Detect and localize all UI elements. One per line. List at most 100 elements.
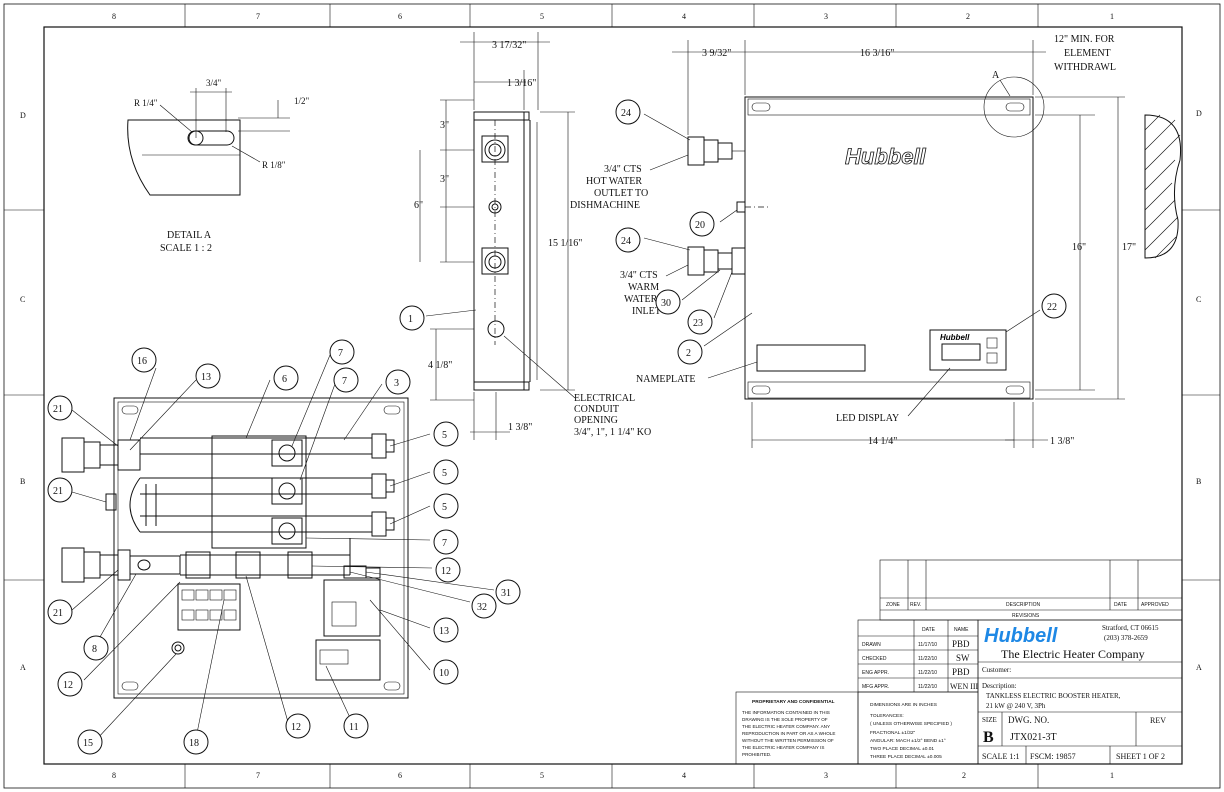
dim-16: 16" xyxy=(1072,242,1086,253)
front-brand-logo: Hubbell xyxy=(845,144,927,169)
balloon-5a: 5 xyxy=(442,430,447,441)
zone-bottom-4: 4 xyxy=(682,771,686,780)
zone-top-8: 8 xyxy=(112,12,116,21)
element-withdrawal-hatch xyxy=(1144,114,1182,259)
dim-half: 1/2" xyxy=(294,96,310,106)
zone-bottom-7: 7 xyxy=(256,771,260,780)
zone-right-a: A xyxy=(1196,663,1202,672)
company-logo: Hubbell xyxy=(984,625,1058,647)
balloon-31: 31 xyxy=(501,588,511,599)
zone-left-b: B xyxy=(20,477,25,486)
hot-outlet-1: 3/4" CTS xyxy=(604,164,642,175)
dim-element-2: ELEMENT xyxy=(1064,48,1111,59)
balloon-12a: 12 xyxy=(441,566,451,577)
detail-a-circle xyxy=(983,76,1045,138)
zone-top-5: 5 xyxy=(540,12,544,21)
dim-17: 17" xyxy=(1122,242,1136,253)
tolerance-6: TWO PLACE DECIMAL ±0.01 xyxy=(870,746,934,752)
nameplate-label: NAMEPLATE xyxy=(636,374,695,385)
balloon-24b: 24 xyxy=(621,236,631,247)
sig-header-name: NAME xyxy=(954,627,969,633)
warm-inlet-3: WATER xyxy=(624,294,658,305)
zone-bottom-6: 6 xyxy=(398,771,402,780)
balloon-15: 15 xyxy=(83,738,93,749)
zone-top-3: 3 xyxy=(824,12,828,21)
outer-border xyxy=(3,3,1221,789)
size-label: SIZE xyxy=(982,716,997,724)
rev-header-rev: REV. xyxy=(910,602,921,608)
zone-top-4: 4 xyxy=(682,12,686,21)
terminal-block xyxy=(315,639,381,681)
proprietary-6: THE ELECTRIC HEATER COMPANY IS xyxy=(742,745,824,750)
dim-element-3: WITHDRAWL xyxy=(1054,62,1116,73)
hot-outlet-3: OUTLET TO xyxy=(594,188,648,199)
zone-top-1: 1 xyxy=(1110,12,1114,21)
balloon-22: 22 xyxy=(1047,302,1057,313)
nameplate-box xyxy=(756,344,866,372)
proprietary-1: THE INFORMATION CONTAINED IN THIS xyxy=(742,710,830,715)
warm-inlet-4: INLET xyxy=(632,306,661,317)
zone-bottom-3: 3 xyxy=(824,771,828,780)
balloon-11: 11 xyxy=(349,722,359,733)
dim-3a: 3" xyxy=(440,120,449,131)
balloon-21a: 21 xyxy=(53,404,63,415)
detail-a-profile xyxy=(127,119,241,196)
sig-drawn-date: 11/17/10 xyxy=(918,642,937,648)
side-view: 3 17/32" 1 3/16" 3" 3" 6" 15 1/16" 4 1/8… xyxy=(414,32,651,440)
interior-balloons: 16 13 6 7 7 3 21 21 21 5 5 5 7 12 31 32 … xyxy=(47,339,521,755)
balloon-20: 20 xyxy=(695,220,705,231)
balloon-1: 1 xyxy=(408,314,413,325)
sig-checked-date: 11/22/10 xyxy=(918,656,937,662)
conduit-label-1: ELECTRICAL xyxy=(574,393,635,404)
description-line-1: TANKLESS ELECTRIC BOOSTER HEATER, xyxy=(986,692,1121,700)
dim-height: 15 1/16" xyxy=(548,238,582,249)
zone-bottom-1: 1 xyxy=(1110,771,1114,780)
rev-header-zone: ZONE xyxy=(886,602,901,608)
sig-header-date: DATE xyxy=(922,627,936,633)
led-display-label: LED DISPLAY xyxy=(836,413,899,424)
led-display-panel xyxy=(929,329,1007,371)
company-address-2: (203) 378-2659 xyxy=(1104,634,1148,642)
proprietary-title: PROPRIETARY AND CONFIDENTIAL xyxy=(752,699,835,705)
tolerance-7: THREE PLACE DECIMAL ±0.005 xyxy=(870,754,942,760)
zone-bottom-8: 8 xyxy=(112,771,116,780)
dim-r-quarter: R 1/4" xyxy=(134,98,158,108)
balloon-16: 16 xyxy=(137,356,147,367)
zone-left-a: A xyxy=(20,663,26,672)
zone-bottom-5: 5 xyxy=(540,771,544,780)
balloon-13b: 13 xyxy=(439,626,449,637)
detail-a: R 1/4" 3/4" 1/2" R 1/8" DETAIL A SCALE 1… xyxy=(127,78,310,254)
proprietary-3: THE ELECTRIC HEATER COMPANY. ANY xyxy=(742,724,830,729)
rev-label: REV xyxy=(1150,716,1166,725)
contactor xyxy=(177,583,241,631)
dim-top-width: 3 17/32" xyxy=(492,40,526,51)
balloon-12c: 12 xyxy=(291,722,301,733)
sig-checked-role: CHECKED xyxy=(862,656,887,662)
conduit-label-3: OPENING xyxy=(574,415,618,426)
dim-4: 4 1/8" xyxy=(428,360,452,371)
dim-bottom-right: 1 3/8" xyxy=(1050,436,1074,447)
tolerance-1: DIMENSIONS ARE IN INCHES xyxy=(870,702,937,708)
dim-width: 16 3/16" xyxy=(860,48,894,59)
detail-a-title: DETAIL A xyxy=(167,230,212,241)
proprietary-2: DRAWING IS THE SOLE PROPERTY OF xyxy=(742,717,828,722)
led-display-logo: Hubbell xyxy=(940,333,970,342)
balloon-24a: 24 xyxy=(621,108,631,119)
balloon-6: 6 xyxy=(282,374,287,385)
title-block: ZONE REV. DESCRIPTION DATE APPROVED REVI… xyxy=(735,559,1183,765)
control-board xyxy=(323,579,381,637)
balloon-10: 10 xyxy=(439,668,449,679)
balloon-5b: 5 xyxy=(442,468,447,479)
sig-mfg-role: MFG APPR. xyxy=(862,684,889,690)
sig-eng-date: 11/22/10 xyxy=(918,670,937,676)
zone-top-6: 6 xyxy=(398,12,402,21)
dim-left: 3 9/32" xyxy=(702,48,731,59)
scale-value: SCALE 1:1 xyxy=(982,752,1020,761)
zone-right-c: C xyxy=(1196,295,1201,304)
dim-three-quarter: 3/4" xyxy=(206,78,222,88)
zone-labels: 8 7 6 5 4 3 2 1 8 7 6 5 4 3 2 1 D C B A … xyxy=(20,12,1202,780)
sig-mfg-name: WEN III xyxy=(950,682,979,691)
description-line-2: 21 kW @ 240 V, 3Ph xyxy=(986,702,1046,710)
dim-6: 6" xyxy=(414,200,423,211)
zone-left-c: C xyxy=(20,295,25,304)
